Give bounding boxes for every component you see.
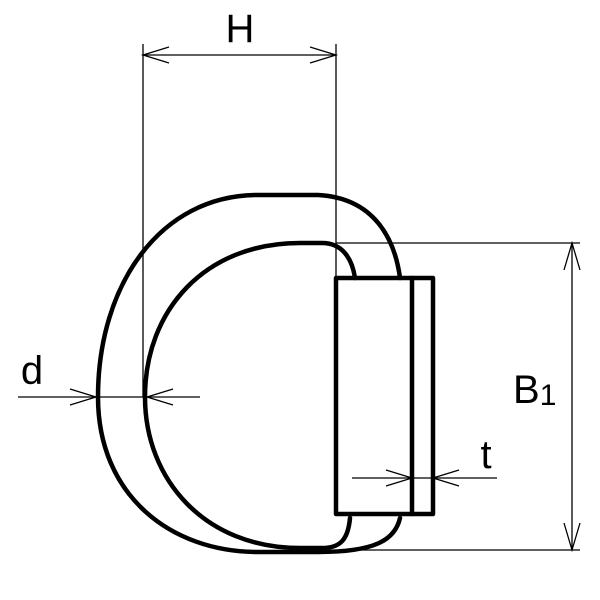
dimension-t-label: t (480, 433, 491, 477)
dimension-d: d (18, 349, 200, 406)
dimension-b1-subscript: 1 (540, 379, 557, 412)
dimension-d-arrow-right (144, 388, 174, 406)
dimension-t: t (352, 433, 497, 487)
plate-outline (333, 275, 436, 517)
dimension-b1-arrow-top (563, 240, 581, 271)
dimension-h-arrow-left (140, 46, 170, 64)
dimension-b1-arrow-bottom (563, 522, 581, 553)
dimension-b1: B1 (336, 240, 581, 553)
dimension-d-arrow-left (69, 388, 99, 406)
dimension-t-arrow-right (430, 469, 460, 487)
dimension-d-label: d (21, 349, 43, 393)
dimension-h: H (140, 7, 339, 397)
dimension-h-arrow-right (309, 46, 339, 64)
dimension-b1-label: B1 (513, 368, 556, 412)
dimension-t-arrow-left (385, 469, 415, 487)
dimension-b1-letter: B (513, 368, 540, 412)
d-ring-inner-contour (142, 240, 358, 551)
dimension-h-label: H (226, 7, 255, 51)
